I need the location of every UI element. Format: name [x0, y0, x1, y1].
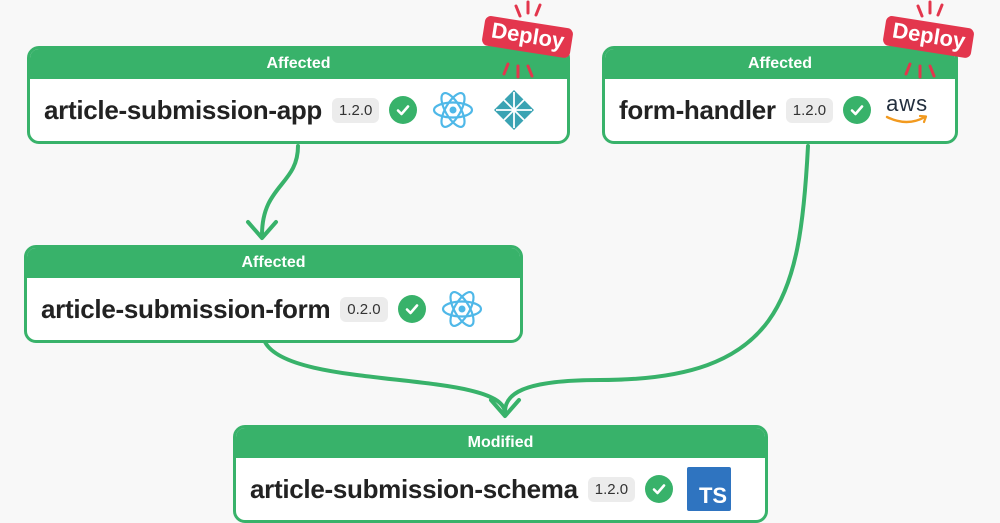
version-badge: 1.2.0 [332, 97, 380, 123]
node-title: form-handler [619, 94, 776, 125]
node-title: article-submission-app [44, 94, 323, 125]
node-status-label: Affected [605, 49, 955, 79]
version-badge: 1.2.0 [587, 476, 636, 502]
node-title: article-submission-schema [250, 473, 578, 504]
typescript-logo-text: TS [687, 467, 732, 511]
node-article-submission-schema[interactable]: Modified article-submission-schema 1.2.0… [233, 425, 768, 523]
edge-handler-to-schema [503, 144, 810, 414]
netlify-icon [493, 89, 535, 131]
check-icon [843, 96, 872, 124]
node-status-label: Affected [30, 49, 567, 79]
arrowhead-form [246, 220, 278, 240]
check-icon [389, 96, 418, 124]
dependency-edges [246, 144, 810, 418]
version-badge: 1.2.0 [785, 97, 834, 123]
aws-icon: aws [885, 91, 929, 126]
node-status-label: Modified [236, 428, 765, 458]
version-badge: 0.2.0 [340, 296, 388, 322]
check-icon [397, 295, 426, 323]
react-icon [440, 289, 484, 329]
deploy-burst-icon [904, 0, 944, 79]
node-article-submission-app[interactable]: Affected article-submission-app 1.2.0 [27, 46, 570, 144]
node-status-label: Affected [27, 248, 520, 278]
typescript-icon: TS [687, 467, 732, 511]
check-icon [645, 475, 674, 503]
node-title: article-submission-form [41, 293, 331, 324]
node-article-submission-form[interactable]: Affected article-submission-form 0.2.0 [24, 245, 523, 343]
node-form-handler[interactable]: Affected form-handler 1.2.0 aws [602, 46, 958, 144]
edge-form-to-schema [263, 340, 507, 414]
react-icon [431, 90, 475, 130]
aws-logo-text: aws [886, 91, 929, 116]
arrowhead-schema [489, 398, 521, 418]
edge-app-to-form [260, 144, 300, 237]
deploy-burst-icon [502, 0, 542, 79]
